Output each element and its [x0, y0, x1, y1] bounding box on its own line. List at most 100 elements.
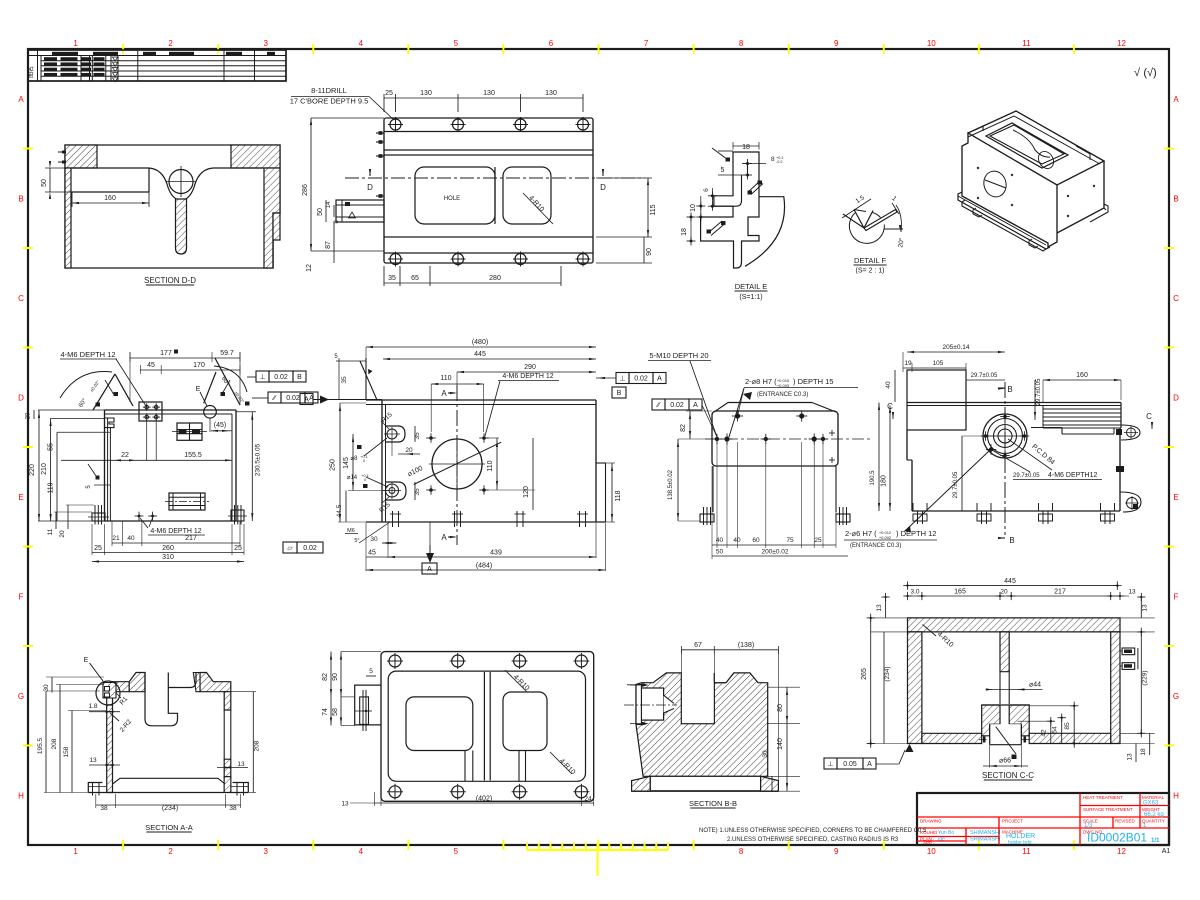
svg-text:12: 12 — [1117, 39, 1126, 48]
svg-text:0: 0 — [363, 459, 365, 463]
svg-text:1.5: 1.5 — [854, 194, 866, 205]
svg-text:1/3: 1/3 — [1084, 823, 1093, 829]
svg-text:2-⌀6 H7 (: 2-⌀6 H7 ( — [845, 529, 877, 538]
svg-text:66.2 kg: 66.2 kg — [1144, 812, 1164, 818]
svg-text:SECTION B-B: SECTION B-B — [689, 799, 737, 808]
svg-text:145: 145 — [343, 457, 350, 469]
svg-text:12: 12 — [306, 264, 313, 272]
svg-text:20: 20 — [1000, 589, 1008, 596]
svg-text:▱: ▱ — [287, 545, 293, 552]
svg-text:12: 12 — [1117, 847, 1126, 856]
svg-text:130: 130 — [420, 90, 432, 97]
svg-text:1: 1 — [73, 39, 78, 48]
svg-text:GX63: GX63 — [1143, 801, 1159, 807]
svg-text:205±0.14: 205±0.14 — [942, 344, 969, 351]
svg-text:25: 25 — [234, 545, 242, 552]
svg-text:+0.002: +0.002 — [879, 535, 892, 540]
svg-text:⌀14: ⌀14 — [347, 475, 358, 481]
svg-text:5-M10 DEPTH 20: 5-M10 DEPTH 20 — [649, 351, 708, 360]
svg-text:ID0002B01: ID0002B01 — [1087, 831, 1147, 845]
svg-text:B: B — [1007, 385, 1012, 394]
svg-text:59.7: 59.7 — [220, 350, 234, 357]
svg-text:30: 30 — [370, 536, 378, 543]
svg-text:40: 40 — [716, 537, 724, 544]
svg-text:10: 10 — [927, 39, 936, 48]
svg-text:118: 118 — [615, 490, 622, 501]
svg-text:图名: 图名 — [27, 66, 35, 78]
svg-text:D: D — [367, 183, 373, 192]
svg-text:3: 3 — [263, 847, 268, 856]
svg-text:10: 10 — [690, 204, 697, 212]
svg-text:42: 42 — [1041, 729, 1048, 737]
svg-text:SHIMANSHI: SHIMANSHI — [970, 830, 1001, 836]
svg-text:190.5: 190.5 — [870, 470, 876, 486]
svg-text:18: 18 — [681, 228, 688, 236]
svg-text:45: 45 — [147, 362, 155, 369]
svg-text:74: 74 — [322, 708, 329, 716]
svg-text:30: 30 — [43, 684, 50, 692]
svg-text:+0.1: +0.1 — [776, 156, 784, 160]
svg-text:1: 1 — [890, 195, 898, 203]
svg-text:6: 6 — [703, 188, 710, 192]
svg-text:20: 20 — [405, 447, 413, 454]
svg-text:A: A — [427, 566, 432, 573]
svg-text:6: 6 — [549, 39, 554, 48]
svg-text:±0.02°: ±0.02° — [233, 390, 245, 404]
svg-text:5: 5 — [86, 485, 92, 489]
svg-text:(234): (234) — [884, 666, 891, 681]
svg-text:MATERIAL: MATERIAL — [1142, 795, 1165, 800]
svg-text:B: B — [297, 374, 302, 381]
svg-text:180: 180 — [881, 475, 888, 487]
svg-text:G: G — [1173, 692, 1179, 701]
svg-text:C: C — [1173, 294, 1179, 303]
svg-text:HOLE: HOLE — [444, 196, 460, 202]
svg-text:13: 13 — [341, 801, 349, 808]
svg-text:⌀66: ⌀66 — [999, 758, 1011, 765]
svg-text:4-M6 DEPTH 12: 4-M6 DEPTH 12 — [60, 350, 115, 359]
svg-text:8: 8 — [739, 847, 744, 856]
svg-text:24: 24 — [584, 796, 592, 803]
svg-text:⊥: ⊥ — [619, 376, 625, 383]
svg-text:90: 90 — [646, 248, 653, 256]
svg-text:29.7±0.05: 29.7±0.05 — [1036, 378, 1042, 405]
svg-text:H: H — [18, 791, 24, 800]
svg-text:17 C'BORE DEPTH 9.5: 17 C'BORE DEPTH 9.5 — [290, 97, 369, 106]
svg-text:holder brkt: holder brkt — [1008, 840, 1032, 846]
svg-text:67: 67 — [694, 642, 702, 649]
svg-text:A: A — [693, 402, 698, 409]
svg-text:5: 5 — [369, 668, 373, 675]
svg-text:HOLDER: HOLDER — [1006, 833, 1035, 840]
svg-text:58: 58 — [332, 708, 339, 716]
svg-text:⌀44: ⌀44 — [1029, 682, 1041, 689]
svg-text:1: 1 — [1143, 823, 1147, 829]
svg-text:4-M6 DEPTH 12: 4-M6 DEPTH 12 — [150, 528, 201, 535]
svg-text:208: 208 — [254, 740, 261, 751]
svg-text:13: 13 — [237, 761, 245, 768]
svg-text:195.5: 195.5 — [37, 737, 44, 754]
svg-text:B: B — [1009, 536, 1014, 545]
svg-text:25: 25 — [814, 537, 822, 544]
svg-text:105: 105 — [933, 360, 944, 367]
svg-text:8: 8 — [739, 39, 744, 48]
svg-text:177: 177 — [160, 350, 172, 357]
svg-text:) DEPTH 15: ) DEPTH 15 — [793, 377, 833, 386]
svg-text:21: 21 — [112, 535, 120, 542]
svg-text:8: 8 — [771, 156, 775, 163]
svg-text:A: A — [867, 761, 872, 768]
svg-text:+0.003: +0.003 — [777, 383, 790, 388]
svg-text:E: E — [18, 493, 23, 502]
svg-text:110: 110 — [440, 375, 451, 382]
svg-text:30: 30 — [762, 750, 769, 758]
svg-text:230.5±0.05: 230.5±0.05 — [255, 443, 262, 476]
svg-text:G: G — [18, 692, 24, 701]
svg-text:29.7±0.05: 29.7±0.05 — [971, 373, 998, 379]
svg-text:11: 11 — [1022, 847, 1031, 856]
svg-text:PLAN ·: PLAN · — [920, 837, 935, 842]
svg-text:290: 290 — [524, 364, 536, 371]
svg-text:18: 18 — [1140, 748, 1147, 756]
svg-text:50: 50 — [317, 208, 324, 216]
svg-text:Yun Bo: Yun Bo — [938, 830, 954, 836]
svg-text:140: 140 — [777, 738, 784, 750]
svg-text:20: 20 — [59, 530, 66, 538]
svg-text:(√): (√) — [1143, 67, 1156, 79]
